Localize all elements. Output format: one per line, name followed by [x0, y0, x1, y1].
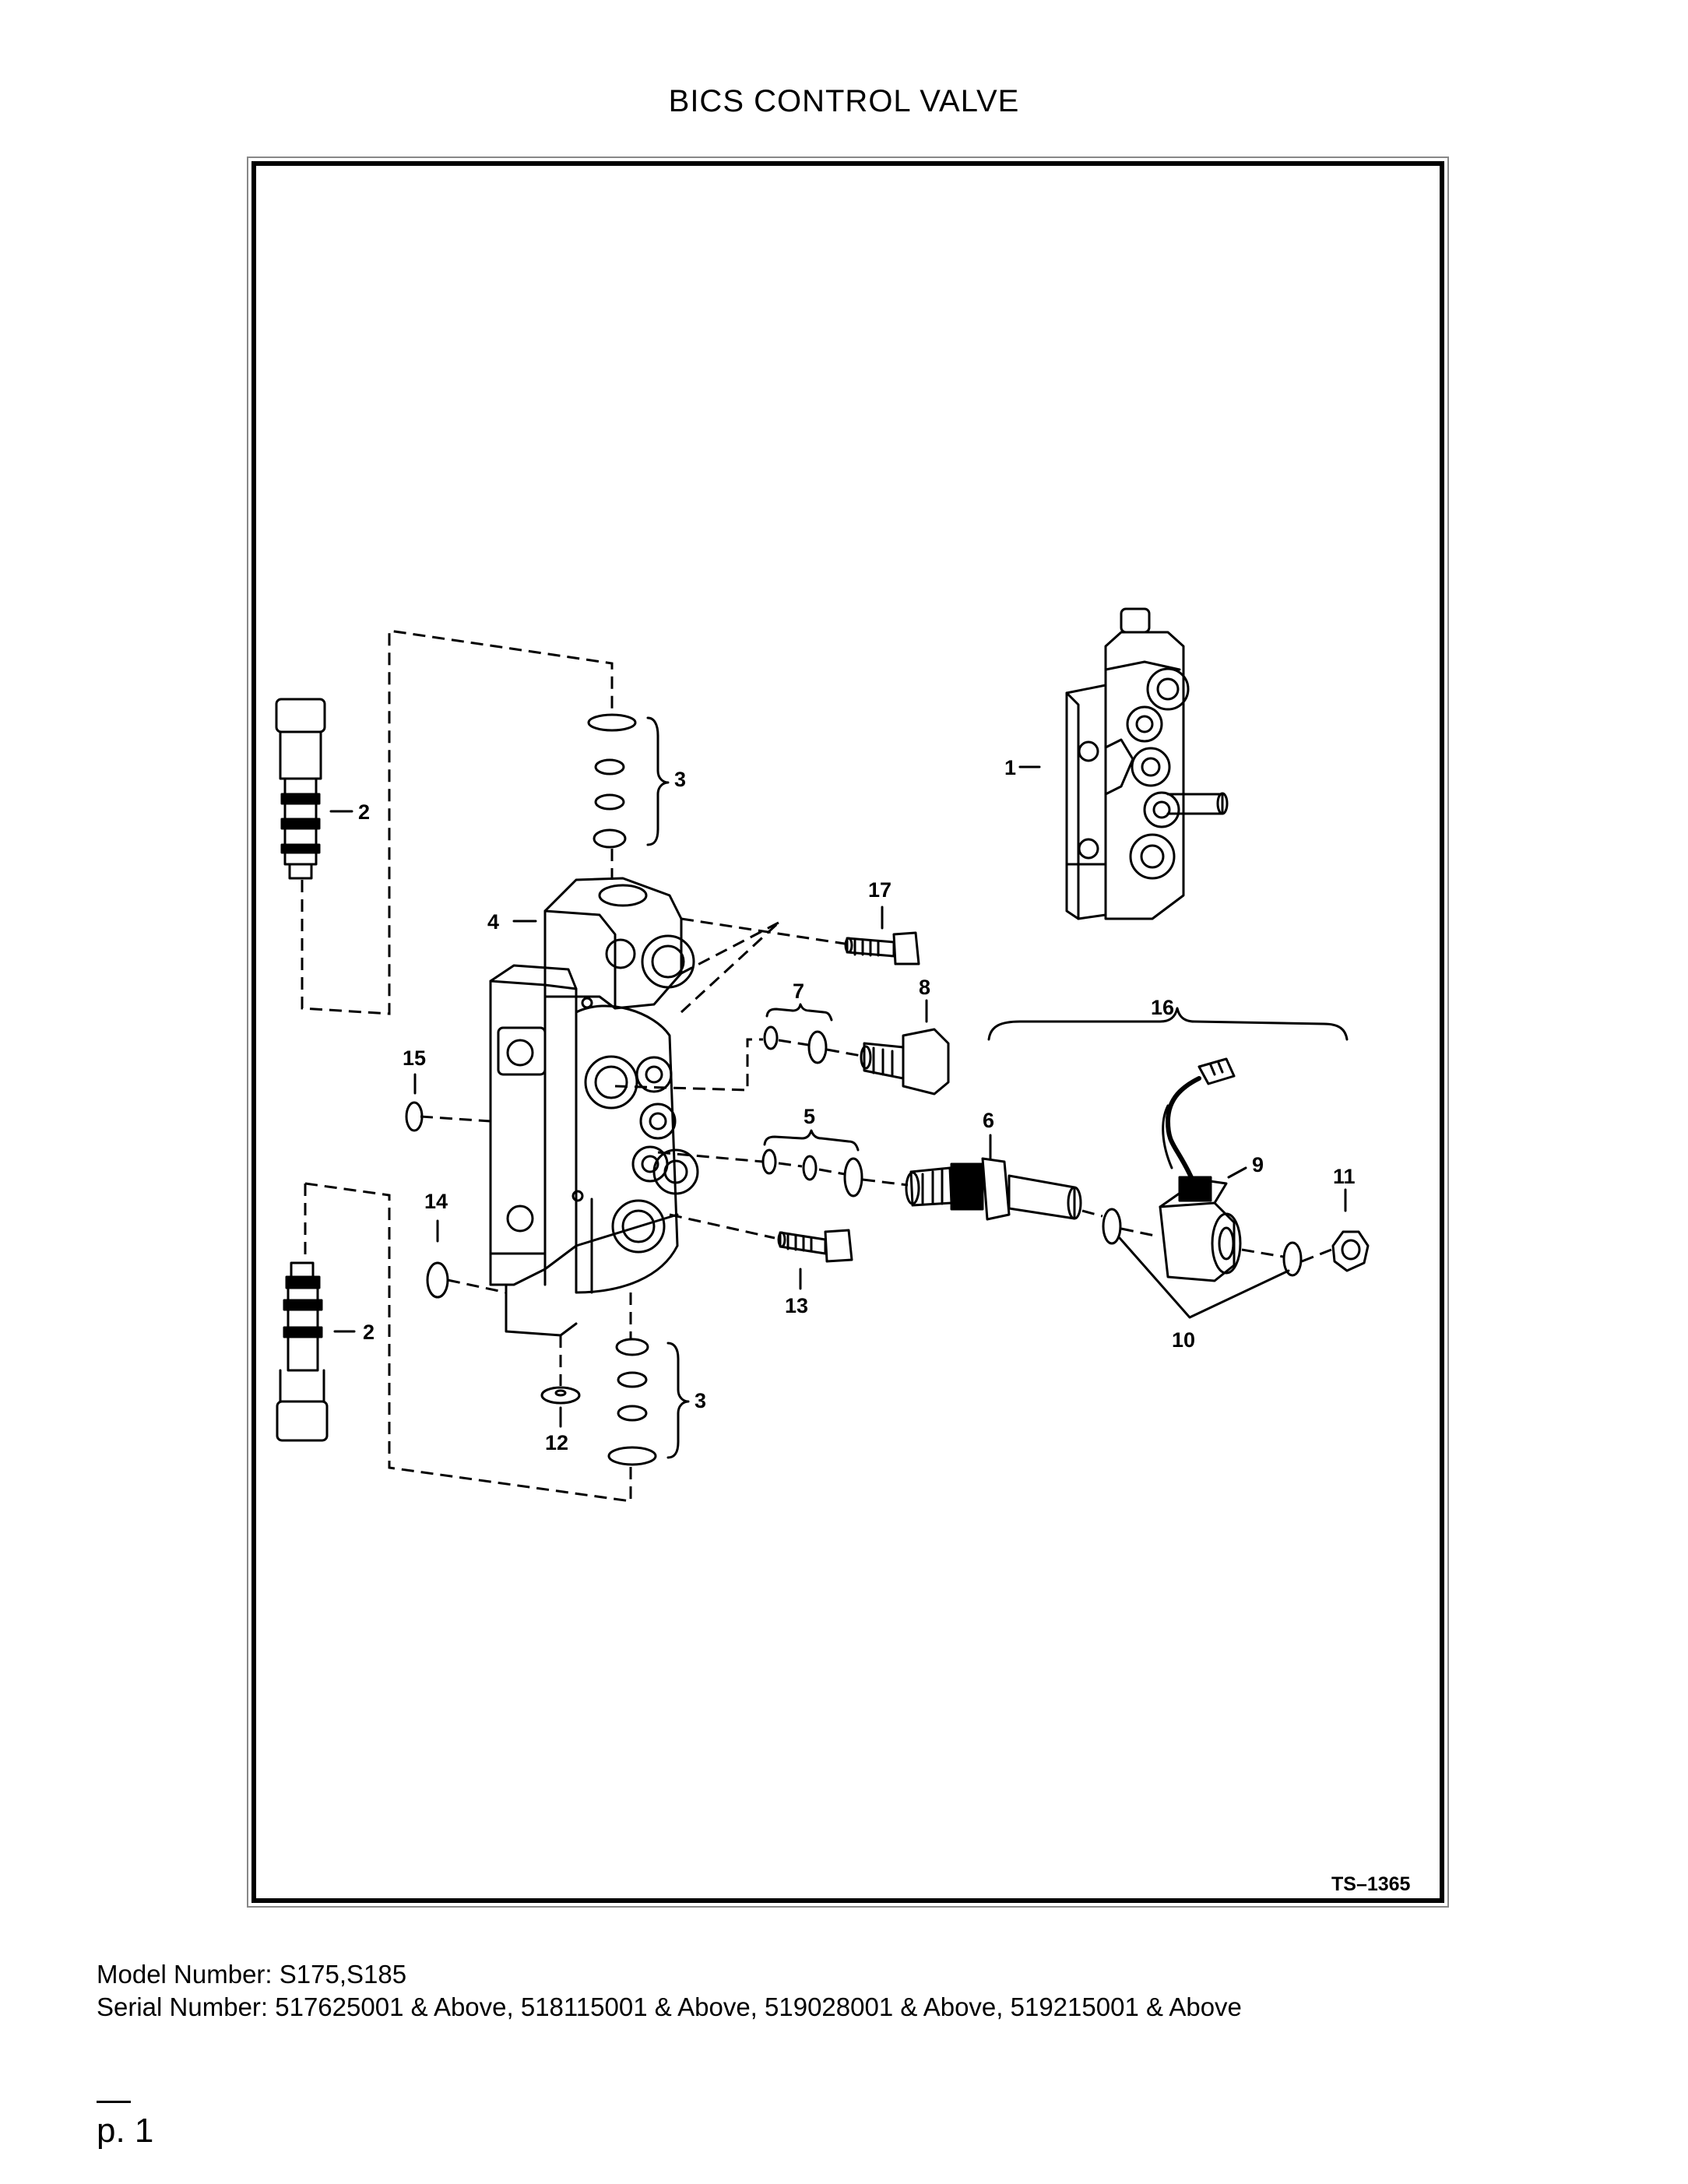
bolt-part-13 — [777, 1229, 853, 1263]
callout-3-lower: 3 — [695, 1389, 706, 1412]
model-number-line: Model Number: S175,S185 — [97, 1960, 407, 1989]
o-ring-part-15 — [405, 1101, 424, 1132]
callout-labels: 1 2 2 3 3 4 5 6 7 8 9 10 11 12 13 14 15 … — [358, 756, 1411, 1895]
solenoid-cartridge-part-6 — [905, 1157, 1082, 1221]
callout-16: 16 — [1151, 996, 1174, 1019]
o-ring-set-lower-part-3 — [607, 1338, 657, 1466]
brace-part-5 — [763, 1129, 860, 1152]
page-title: BICS CONTROL VALVE — [668, 84, 1020, 118]
o-ring-set-part-7 — [763, 1025, 828, 1064]
assembled-valve-part-1 — [1065, 607, 1229, 920]
callout-12: 12 — [545, 1431, 568, 1454]
callout-1: 1 — [1004, 756, 1016, 779]
callout-9: 9 — [1252, 1153, 1264, 1176]
nut-part-11 — [1331, 1230, 1370, 1272]
o-ring-set-part-5 — [761, 1148, 863, 1198]
solenoid-coil-part-9 — [1159, 1057, 1242, 1282]
valve-body-part-4 — [489, 877, 699, 1337]
callout-14: 14 — [424, 1190, 448, 1213]
callout-7: 7 — [793, 979, 804, 1003]
leader-lines — [329, 765, 1347, 1428]
brace-part-7 — [765, 1003, 833, 1022]
cartridge-valve-upper-part-2 — [275, 698, 326, 880]
callout-2-lower: 2 — [363, 1321, 375, 1344]
lead-lines-part-10 — [1118, 1236, 1290, 1319]
o-ring-set-upper-part-3 — [587, 713, 637, 849]
footer: Model Number: S175,S185 Serial Number: 5… — [97, 1958, 1242, 2024]
brace-part-3-lower — [666, 1342, 690, 1459]
callout-10: 10 — [1172, 1328, 1195, 1352]
callout-3-upper: 3 — [674, 768, 686, 791]
callout-8: 8 — [919, 976, 930, 999]
diagram-frame — [247, 157, 1449, 1908]
o-ring-part-14 — [426, 1261, 449, 1299]
page-number: p. 1 — [97, 2112, 154, 2150]
brace-part-16 — [987, 1007, 1349, 1041]
callout-4: 4 — [487, 910, 499, 934]
drawing-code: TS–1365 — [1331, 1873, 1411, 1895]
dashed-assembly-lines — [301, 629, 1332, 1503]
washer-part-12 — [540, 1386, 581, 1405]
callout-5: 5 — [804, 1105, 815, 1128]
o-ring-part-10 — [1102, 1208, 1303, 1277]
plug-part-8 — [860, 1028, 950, 1096]
page-number-rule — [97, 2101, 131, 2103]
cartridge-valve-lower-part-2 — [276, 1261, 329, 1442]
bolt-part-17 — [844, 931, 920, 965]
serial-number-line: Serial Number: 517625001 & Above, 518115… — [97, 1992, 1242, 2021]
callout-2-upper: 2 — [358, 800, 370, 824]
callout-6: 6 — [983, 1109, 994, 1132]
callout-13: 13 — [785, 1294, 808, 1317]
callout-15: 15 — [403, 1046, 426, 1070]
brace-part-3-upper — [646, 716, 670, 846]
callout-11: 11 — [1333, 1165, 1356, 1188]
callout-17: 17 — [868, 878, 891, 902]
